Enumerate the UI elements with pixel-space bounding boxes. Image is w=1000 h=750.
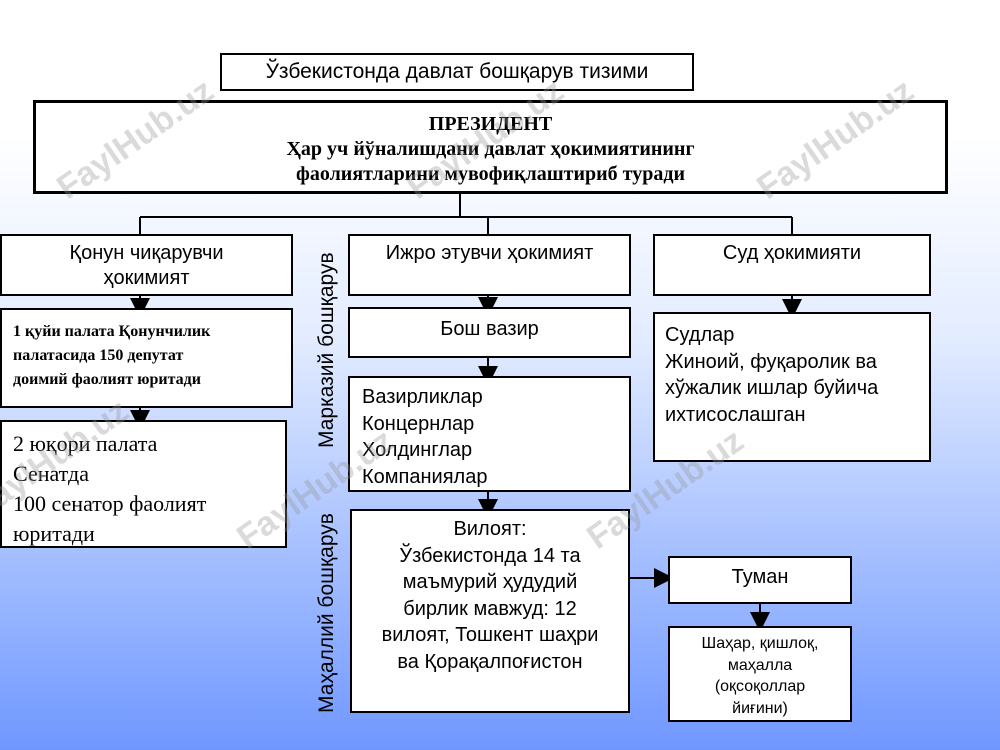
locality-box: Шаҳар, қишлоқ, маҳалла (оқсоқоллар йиғин… bbox=[668, 626, 852, 722]
executive-box: Ижро этувчи ҳокимият bbox=[348, 234, 631, 296]
region-line-6: ва Қорақалпоғистон bbox=[397, 650, 583, 673]
locality-line-3: (оқсоқоллар bbox=[714, 678, 806, 695]
region-line-2: Ўзбекистонда 14 та bbox=[399, 544, 581, 567]
lower-house-line-1: 1 қуйи палата Қонунчилик bbox=[13, 323, 211, 340]
upper-house-line-1: 2 юқори палата bbox=[13, 431, 158, 456]
legislative-line-1: Қонун чиқарувчи bbox=[69, 242, 224, 264]
local-management-label: Маҳаллий бошқарув bbox=[315, 513, 338, 713]
lower-house-line-2: палатасида 150 депутат bbox=[13, 347, 184, 364]
courts-line-3: хўжалик ишлар буйича bbox=[665, 377, 879, 399]
judicial-box: Суд ҳокимияти bbox=[653, 234, 931, 296]
locality-line-2: маҳалла bbox=[727, 656, 793, 674]
upper-house-line-3: 100 сенатор фаолият bbox=[13, 491, 207, 516]
prime-minister-box: Бош вазир bbox=[348, 307, 631, 358]
region-line-3: маъмурий ҳудудий bbox=[402, 571, 578, 593]
president-box: ПРЕЗИДЕНТ Ҳар уч йўналишдани давлат ҳоки… bbox=[33, 100, 948, 194]
courts-line-4: ихтисослашган bbox=[665, 403, 806, 426]
president-heading: ПРЕЗИДЕНТ bbox=[428, 113, 553, 135]
region-line-1: Вилоят: bbox=[453, 518, 527, 540]
diagram-title: Ўзбекистонда давлат бошқарув тизими bbox=[220, 53, 694, 91]
prime-minister-label: Бош вазир bbox=[440, 318, 539, 340]
region-box: Вилоят: Ўзбекистонда 14 та маъмурий ҳуду… bbox=[350, 509, 630, 713]
ministries-line-4: Компаниялар bbox=[362, 465, 488, 488]
courts-line-1: Судлар bbox=[665, 324, 735, 346]
central-management-label: Марказий бошқарув bbox=[315, 252, 338, 448]
ministries-line-1: Вазирликлар bbox=[362, 386, 483, 408]
lower-house-line-3: доимий фаолият юритади bbox=[13, 371, 201, 388]
district-box: Туман bbox=[668, 556, 852, 604]
courts-box: Судлар Жиноий, фуқаролик ва хўжалик ишла… bbox=[653, 312, 931, 462]
locality-line-4: йиғини) bbox=[732, 699, 788, 717]
ministries-line-3: Холдинглар bbox=[362, 439, 473, 461]
region-line-4: бирлик мавжуд: 12 bbox=[403, 597, 577, 620]
president-line-1: Ҳар уч йўналишдани давлат ҳокимиятининг bbox=[286, 138, 695, 160]
region-line-5: вилоят, Тошкент шаҳри bbox=[381, 624, 599, 646]
upper-house-line-2: Сенатда bbox=[13, 461, 89, 486]
ministries-box: Вазирликлар Концернлар Холдинглар Компан… bbox=[348, 376, 631, 492]
upper-house-line-4: юритади bbox=[13, 521, 95, 546]
district-label: Туман bbox=[731, 566, 789, 588]
executive-label: Ижро этувчи ҳокимият bbox=[385, 242, 594, 264]
president-line-2: фаолиятларини мувофиқлаштириб туради bbox=[296, 163, 685, 185]
lower-house-box: 1 қуйи палата Қонунчилик палатасида 150 … bbox=[0, 308, 293, 408]
upper-house-box: 2 юқори палата Сенатда 100 сенатор фаоли… bbox=[0, 420, 287, 548]
title-text: Ўзбекистонда давлат бошқарув тизими bbox=[265, 60, 649, 83]
locality-line-1: Шаҳар, қишлоқ, bbox=[701, 635, 819, 652]
ministries-line-2: Концернлар bbox=[362, 412, 475, 435]
legislative-line-2: ҳокимият bbox=[103, 267, 190, 289]
courts-line-2: Жиноий, фуқаролик ва bbox=[665, 350, 877, 373]
legislative-box: Қонун чиқарувчи ҳокимият bbox=[0, 234, 293, 296]
judicial-label: Суд ҳокимияти bbox=[722, 242, 862, 264]
